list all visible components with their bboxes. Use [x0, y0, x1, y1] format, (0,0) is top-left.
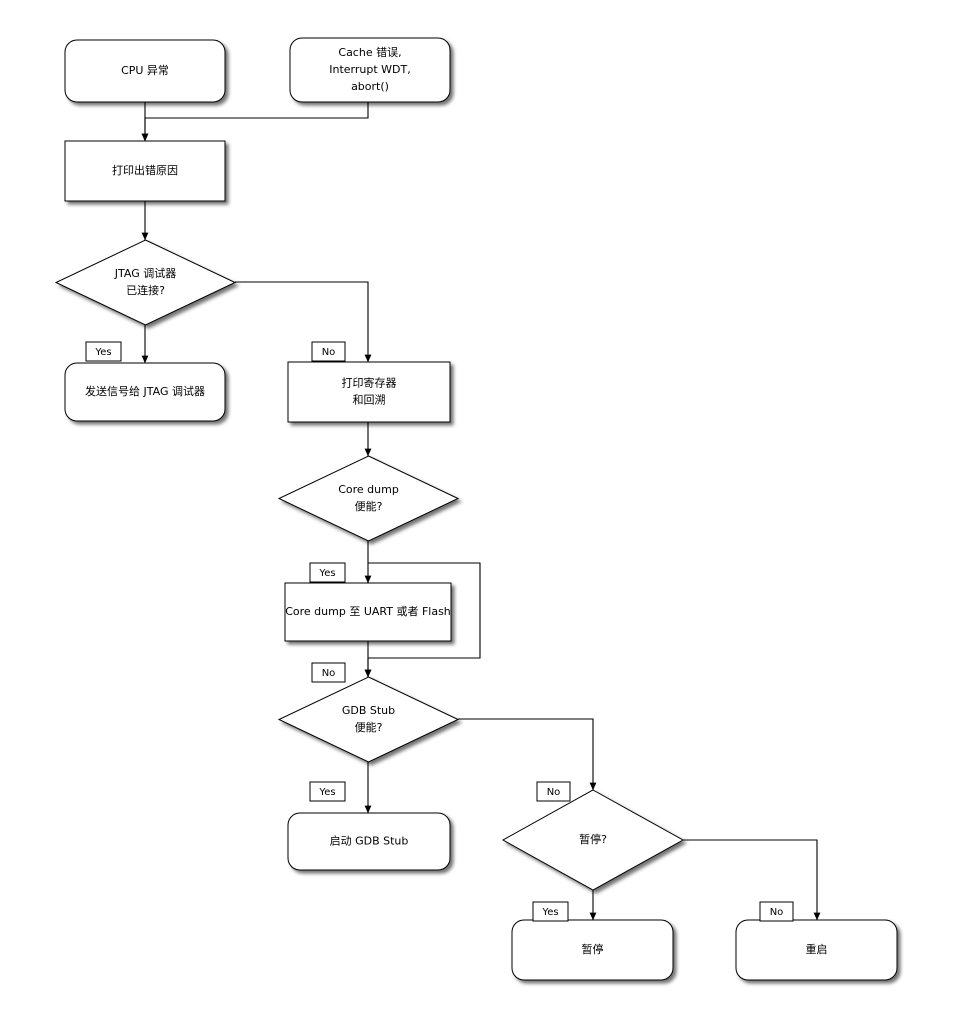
node-label-jtag-connected: JTAG 调试器 [114, 267, 176, 280]
edge-label-text: No [322, 668, 336, 679]
node-label-gdbstub-enabled: GDB Stub [342, 704, 395, 717]
edge-label-label-coredump-yes: Yes [309, 562, 346, 583]
edge-label-label-gdbstub-no: No [536, 781, 571, 802]
node-shape-coredump-to-uart-flash [284, 582, 452, 642]
node-label-halt-question: 暂停? [579, 832, 607, 846]
node-print-error-reason[interactable]: 打印出错原因 [64, 140, 226, 202]
node-label-coredump-to-uart-flash: Core dump 至 UART 或者 Flash [285, 605, 451, 618]
node-shape-signal-jtag-debugger [64, 362, 226, 422]
edge-label-text: Yes [94, 347, 111, 358]
node-label-coredump-enabled: Core dump [338, 483, 399, 496]
edge-label-box [309, 562, 346, 583]
node-shape-print-registers-backtrace [287, 361, 451, 423]
node-signal-jtag-debugger[interactable]: 发送信号给 JTAG 调试器 [64, 362, 226, 422]
node-reboot[interactable]: 重启 [735, 919, 898, 981]
node-cpu-exception[interactable]: CPU 异常 [64, 39, 226, 103]
edge-haltq-no-to-reboot [683, 839, 821, 921]
node-label-print-registers-backtrace: 和回溯 [353, 394, 386, 407]
node-label-halt: 暂停 [582, 942, 604, 956]
edge-label-box [536, 781, 571, 802]
node-label-signal-jtag-debugger: 发送信号给 JTAG 调试器 [85, 384, 205, 398]
node-shape-cache-error [289, 37, 451, 103]
node-label-cpu-exception: CPU 异常 [121, 64, 169, 77]
edge-label-text: No [547, 787, 561, 798]
edge-label-text: Yes [318, 568, 335, 579]
node-label-start-gdb-stub: 启动 GDB Stub [330, 835, 409, 848]
node-label-print-error-reason: 打印出错原因 [112, 163, 178, 177]
node-label-cache-error: abort() [351, 80, 389, 93]
edge-label-label-reboot-no: No [759, 901, 794, 922]
edge-label-box [311, 341, 346, 362]
node-halt[interactable]: 暂停 [511, 919, 674, 981]
edge-label-label-gdbstub-yes: Yes [309, 781, 346, 802]
edge-label-text: Yes [318, 787, 335, 798]
node-gdbstub-enabled[interactable]: GDB Stub 便能? [277, 676, 460, 763]
node-shape-cpu-exception [64, 39, 226, 103]
node-shape-halt-question [501, 789, 685, 891]
node-coredump-to-uart-flash[interactable]: Core dump 至 UART 或者 Flash [284, 582, 452, 642]
node-shape-jtag-connected [54, 239, 237, 326]
node-shape-halt [511, 919, 674, 981]
node-shape-reboot [735, 919, 898, 981]
nodes-layer: CPU 异常 Cache 错误, Interrupt WDT, abort() 打印出错… [54, 37, 898, 981]
node-label-jtag-connected: 已连接? [126, 284, 165, 297]
node-coredump-enabled[interactable]: Core dump 便能? [277, 455, 460, 542]
edge-label-box [309, 781, 346, 802]
edge-label-box [532, 901, 569, 922]
edge-label-label-jtag-yes: Yes [85, 341, 122, 362]
edge-label-label-halt-yes: Yes [532, 901, 569, 922]
node-cache-error[interactable]: Cache 错误, Interrupt WDT, abort() [289, 37, 451, 103]
edge-cache-to-print [141, 102, 369, 142]
node-label-coredump-enabled: 便能? [355, 499, 383, 513]
node-shape-gdbstub-enabled [277, 676, 460, 763]
edge-jtag-no-to-registers [235, 281, 372, 363]
edge-label-text: No [770, 907, 784, 918]
edge-label-box [85, 341, 122, 362]
edge-label-box [759, 901, 794, 922]
node-label-gdbstub-enabled: 便能? [355, 720, 383, 734]
edge-gdbstubq-no-to-halt-q [458, 718, 597, 791]
edge-label-text: Yes [541, 907, 558, 918]
node-start-gdb-stub[interactable]: 启动 GDB Stub [287, 812, 451, 871]
node-label-reboot: 重启 [806, 942, 828, 956]
node-halt-question[interactable]: 暂停? [501, 789, 685, 891]
node-label-cache-error: Cache 错误, [338, 45, 401, 59]
edge-label-box [311, 662, 346, 683]
node-label-print-registers-backtrace: 打印寄存器 [342, 376, 397, 390]
node-label-cache-error: Interrupt WDT, [329, 63, 410, 76]
node-shape-print-error-reason [64, 140, 226, 202]
node-shape-start-gdb-stub [287, 812, 451, 871]
edge-label-label-coredump-no: No [311, 662, 346, 683]
edges-layer [141, 102, 821, 921]
edge-label-text: No [322, 347, 336, 358]
edge-label-label-jtag-no: No [311, 341, 346, 362]
node-shape-coredump-enabled [277, 455, 460, 542]
